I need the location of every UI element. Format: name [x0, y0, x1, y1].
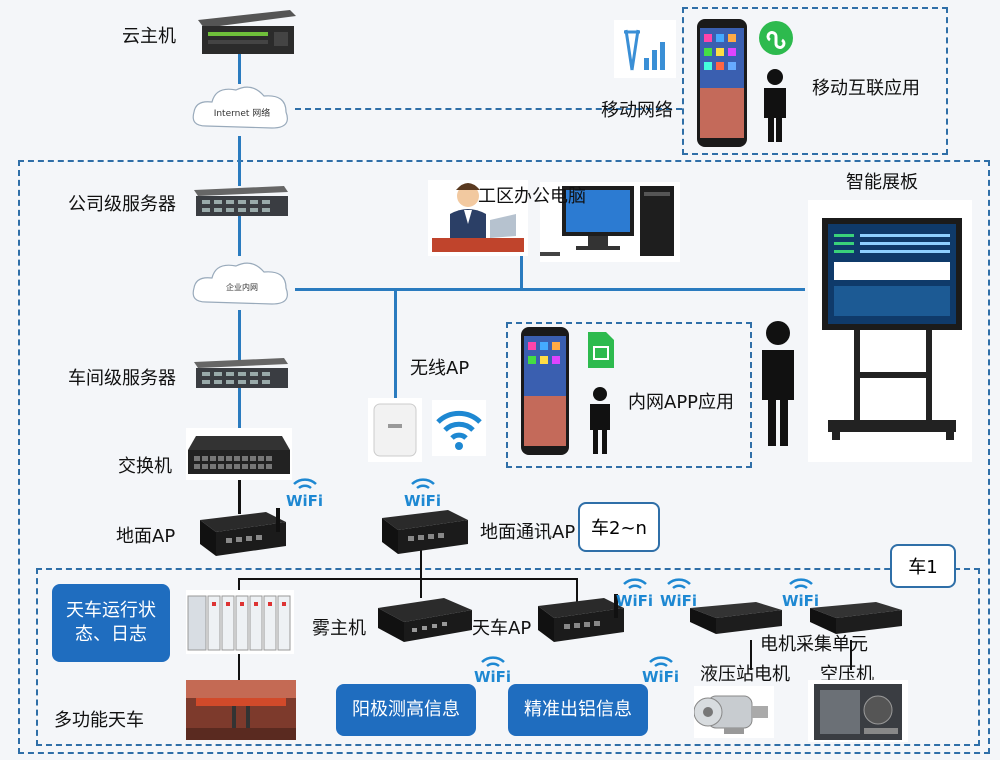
- wire-company-to-intranet: [238, 216, 241, 256]
- sim-card-icon: [588, 332, 614, 368]
- wifi-label-unit2: WiFi: [782, 592, 820, 610]
- motor-unit1-icon: [690, 602, 782, 634]
- wire-cloud-to-internet: [238, 54, 241, 84]
- desktop-computer-icon: [540, 182, 680, 262]
- ground-comm-ap-label: 地面通讯AP: [480, 522, 576, 543]
- person-icon-intranet: [590, 387, 610, 454]
- hydraulic-label: 液压站电机: [700, 664, 790, 685]
- wire-to-office-pc: [520, 240, 523, 290]
- anode-info-button[interactable]: 阳极测高信息: [336, 684, 476, 736]
- wifi-label-anode: WiFi: [474, 668, 512, 686]
- crane-ap-label: 天车AP: [472, 618, 532, 639]
- enterprise-cloud-icon: [192, 262, 288, 305]
- office-pc-label: 工区办公电脑: [478, 186, 586, 207]
- air-compressor-label: 空压机: [820, 664, 874, 685]
- crane-status-button[interactable]: 天车运行状态、日志: [52, 584, 170, 662]
- ground-ap-label: 地面AP: [116, 526, 176, 547]
- internet-cloud-icon: [192, 86, 288, 129]
- cloud-host-label: 云主机: [122, 26, 176, 47]
- wire-horizontal-backbone: [295, 288, 805, 291]
- factory-region: [18, 160, 990, 754]
- internet-label: Internet 网络: [213, 109, 271, 119]
- signal-tower-icon: [614, 20, 676, 78]
- wifi-comm-ap-icon: [411, 478, 435, 490]
- wire-commap-down: [420, 538, 422, 598]
- precise-info-button[interactable]: 精准出铝信息: [508, 684, 648, 736]
- wifi-crane-ap-icon: [623, 578, 647, 590]
- motor-unit-label: 电机采集单元: [760, 634, 868, 655]
- workshop-server-icon: [194, 358, 288, 388]
- fog-host-label: 雾主机: [312, 618, 366, 639]
- wifi-label-craneap: WiFi: [616, 592, 654, 610]
- motor-unit2-icon: [810, 602, 902, 634]
- wire-switch-to-groundap: [238, 478, 241, 514]
- wifi-motor-unit1-icon: [667, 578, 691, 590]
- ground-ap-icon: [200, 508, 286, 556]
- wifi-label-hydraulic: WiFi: [642, 668, 680, 686]
- plc-rack-icon: [186, 590, 294, 654]
- multi-crane-label: 多功能天车: [54, 710, 144, 731]
- ground-comm-ap-icon: [382, 510, 468, 554]
- car-1-tag: 车1: [890, 544, 956, 588]
- network-switch-icon: [186, 428, 292, 480]
- smartphone-intranet-icon: [521, 327, 569, 455]
- company-server-icon: [194, 186, 288, 216]
- wire-internet-to-mobile: [295, 108, 682, 112]
- switch-label: 交换机: [118, 456, 172, 477]
- mobile-region: [682, 7, 948, 155]
- wire-to-wireless-ap: [394, 288, 397, 400]
- wire-car1-bus: [238, 578, 578, 580]
- wireless-ap-label: 无线AP: [410, 358, 470, 379]
- office-worker-icon: [428, 180, 528, 256]
- car-2n-tag: 车2~n: [578, 502, 660, 552]
- enterprise-net-label: 企业内网: [226, 283, 258, 292]
- mobile-network-label: 移动网络: [601, 100, 673, 121]
- workshop-server-label: 车间级服务器: [68, 368, 176, 389]
- intranet-app-label: 内网APP应用: [628, 392, 735, 413]
- wifi-hydraulic-icon: [649, 656, 673, 668]
- wireless-ap-icon: [368, 398, 422, 462]
- smart-board-label: 智能展板: [846, 172, 918, 193]
- intranet-app-region: [506, 322, 752, 468]
- fog-host-icon: [378, 598, 472, 642]
- cloud-host-icon: [198, 10, 296, 54]
- wifi-ground-ap-icon: [293, 478, 317, 490]
- wire-internet-to-company: [238, 136, 241, 186]
- crane-ap-icon: [538, 594, 624, 642]
- wire-bus-right: [576, 578, 578, 608]
- wire-intranet-to-workshop: [238, 310, 241, 360]
- person-standing-icon: [762, 321, 794, 446]
- car1-region: [36, 568, 980, 746]
- wifi-anode-icon: [481, 656, 505, 668]
- wifi-label-unit1: WiFi: [660, 592, 698, 610]
- company-server-label: 公司级服务器: [68, 194, 176, 215]
- wire-plc-to-crane: [238, 650, 240, 686]
- wifi-signal-icon: [432, 400, 486, 456]
- air-compressor-icon: [808, 680, 908, 742]
- wire-workshop-to-switch: [238, 388, 241, 432]
- crane-photo-icon: [186, 680, 296, 740]
- person-icon: [764, 69, 786, 142]
- wire-unit2-down: [850, 640, 852, 670]
- wifi-motor-unit2-icon: [789, 578, 813, 590]
- miniprogram-icon: [759, 21, 793, 55]
- wifi-label-commap: WiFi: [404, 492, 442, 510]
- hydraulic-motor-icon: [694, 686, 774, 738]
- smart-board-icon: [808, 200, 972, 462]
- mobile-app-label: 移动互联应用: [812, 78, 920, 99]
- wire-unit-down: [750, 640, 752, 670]
- wifi-label-groundap: WiFi: [286, 492, 324, 510]
- smartphone-icon: [697, 19, 747, 147]
